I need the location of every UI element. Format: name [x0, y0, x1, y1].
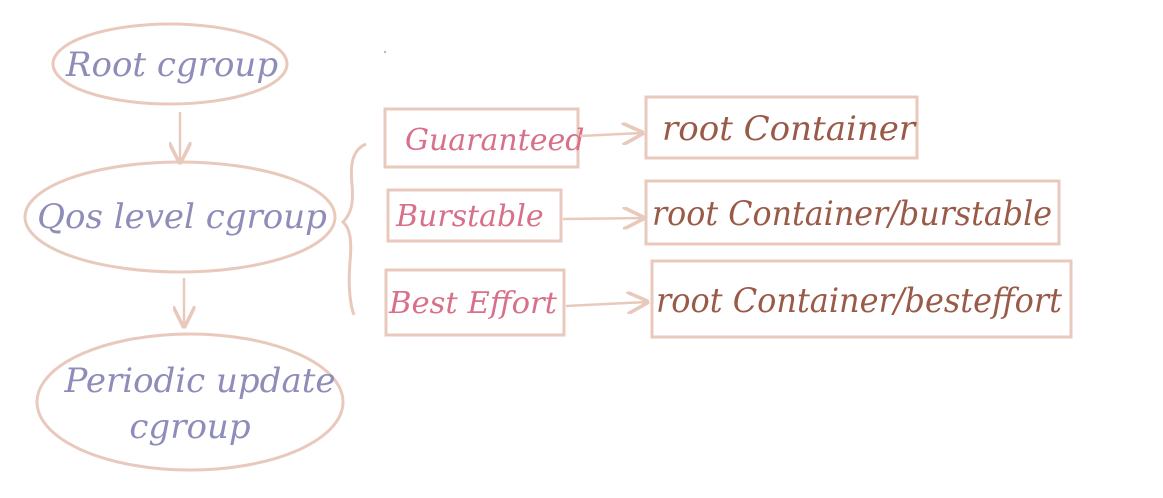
- qos-label-guaranteed: Guaranteed: [405, 123, 585, 158]
- periodic-update-label-line1: Periodic update: [63, 361, 335, 401]
- qos-level-cgroup-label: Qos level cgroup: [37, 197, 327, 237]
- root-cgroup-node: Root cgroup: [51, 22, 289, 106]
- stray-dot: [383, 50, 387, 54]
- qos-row-burstable: Burstable root Container/burstable: [386, 179, 1061, 246]
- periodic-update-cgroup-node: Periodic update cgroup: [35, 332, 345, 472]
- root-cgroup-label: Root cgroup: [65, 45, 278, 85]
- path-label-root-container-burstable: root Container/burstable: [652, 194, 1052, 234]
- path-label-root-container-besteffort: root Container/besteffort: [656, 281, 1062, 321]
- arrow-guaranteed: [579, 133, 642, 136]
- path-label-root-container: root Container: [662, 109, 917, 149]
- curly-brace: [340, 142, 367, 316]
- arrow-burstable: [562, 218, 643, 219]
- qos-label-best-effort: Best Effort: [388, 286, 558, 321]
- periodic-update-label-line2: cgroup: [129, 407, 250, 447]
- qos-row-guaranteed: Guaranteed root Container: [383, 95, 919, 169]
- qos-level-cgroup-node: Qos level cgroup: [23, 160, 337, 274]
- arrow-best-effort: [565, 302, 647, 306]
- qos-label-burstable: Burstable: [395, 199, 544, 234]
- qos-row-best-effort: Best Effort root Container/besteffort: [384, 259, 1073, 339]
